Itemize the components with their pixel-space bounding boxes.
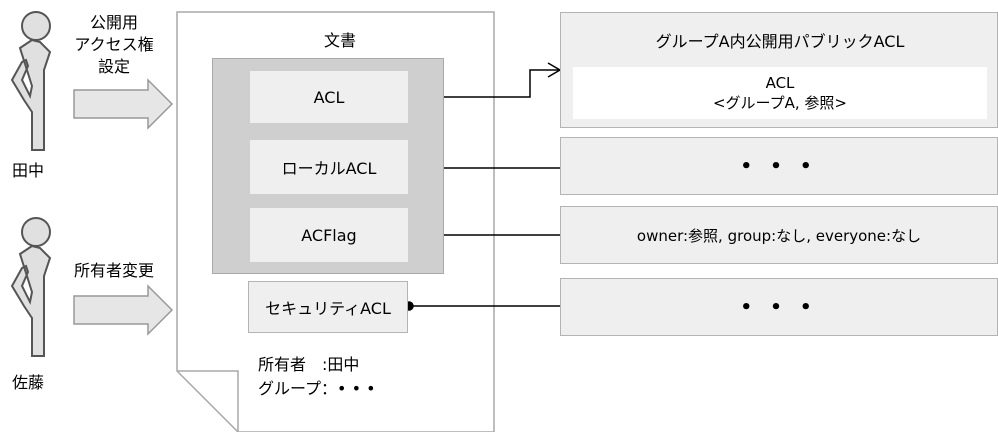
security-acl-value: • • • bbox=[740, 296, 818, 318]
document-title: 文書 bbox=[323, 31, 356, 50]
owner-line: 所有者 :田中 bbox=[258, 355, 360, 374]
local-acl-value: • • • bbox=[740, 155, 818, 177]
tanaka-action-line-3: 設定 bbox=[97, 57, 130, 76]
public-acl-entry-line-1: ACL bbox=[765, 74, 795, 92]
local-acl-panel: • • • bbox=[560, 137, 998, 195]
acflag-value: owner:参照, group:なし, everyone:なし bbox=[636, 226, 922, 245]
sato-action-label: 所有者変更 bbox=[74, 261, 155, 280]
tanaka-action-line-1: 公開用 bbox=[89, 13, 138, 32]
person-icon-tanaka bbox=[10, 11, 52, 151]
group-line: グループ：• • • bbox=[258, 379, 376, 398]
arrow-tanaka-to-document bbox=[73, 78, 174, 130]
security-acl-item: セキュリティACL bbox=[248, 281, 408, 333]
security-acl-item-label: セキュリティACL bbox=[265, 299, 391, 318]
public-acl-entry-line-2: <グループA, 参照> bbox=[712, 94, 848, 112]
tanaka-action-line-2: アクセス権 bbox=[74, 35, 154, 54]
local-acl-item: ローカルACL bbox=[250, 140, 408, 194]
arrow-sato-to-document bbox=[73, 284, 174, 336]
acflag-item-label: ACFlag bbox=[301, 225, 357, 245]
tanaka-action-label: 公開用 アクセス権 設定 bbox=[66, 12, 162, 78]
acflag-item: ACFlag bbox=[250, 208, 408, 262]
sato-name: 佐藤 bbox=[12, 373, 45, 392]
acl-item-label: ACL bbox=[313, 87, 345, 107]
local-acl-item-label: ローカルACL bbox=[281, 159, 377, 178]
public-acl-title: グループA内公開用パブリックACL bbox=[655, 32, 905, 51]
security-acl-panel: • • • bbox=[560, 278, 998, 336]
acl-item: ACL bbox=[250, 71, 408, 123]
tanaka-name: 田中 bbox=[12, 161, 45, 180]
acflag-panel: owner:参照, group:なし, everyone:なし bbox=[560, 206, 998, 264]
public-acl-entry: ACL <グループA, 参照> bbox=[573, 67, 987, 119]
person-icon-sato bbox=[10, 217, 52, 357]
public-acl-panel: グループA内公開用パブリックACL ACL <グループA, 参照> bbox=[560, 12, 998, 128]
